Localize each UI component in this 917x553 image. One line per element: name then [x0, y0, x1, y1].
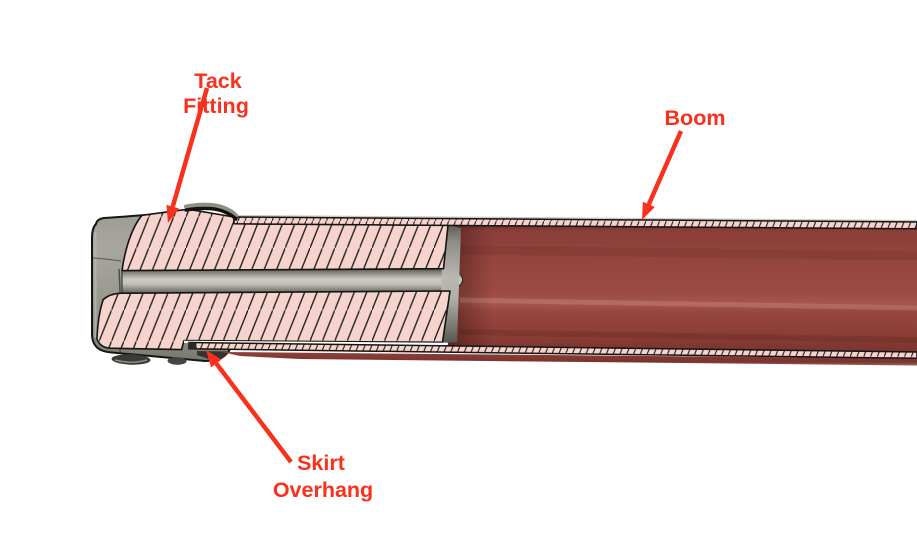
tack-fitting-arrowhead — [166, 204, 179, 223]
boom-walls — [184, 202, 917, 360]
skirt-wall-tip — [189, 342, 197, 349]
skirt-overhang-callout: Skirt Overhang — [206, 350, 373, 502]
fitting-top-lip — [184, 206, 238, 221]
tack-fitting-label-line2: Fitting — [183, 94, 249, 118]
boom-label: Boom — [665, 106, 726, 130]
boom-wall-top — [233, 216, 917, 230]
annotations: Tack Fitting Boom Skirt Overhang — [166, 69, 725, 502]
fitting-core-bar — [121, 268, 464, 294]
tack-fitting-arrow-line — [170, 87, 210, 208]
skirt-overhang-label-line2: Overhang — [273, 478, 373, 502]
end-cap-fastener-hole-small — [167, 357, 187, 365]
boom-interior-shade-band-upper — [459, 245, 917, 261]
tack-fitting-callout: Tack Fitting — [166, 69, 249, 223]
end-cap-crease — [92, 257, 122, 262]
boom-interior-shade-band-lower — [459, 329, 917, 343]
boom-arrow-line — [646, 130, 684, 206]
fitting-top-lip-highlight — [184, 202, 238, 218]
skirt-slot-clearance — [183, 340, 449, 345]
fastener-hole-highlight — [114, 359, 148, 363]
boom-interior — [447, 224, 917, 353]
boom-underside-surface — [222, 352, 917, 366]
boom-callout: Boom — [642, 106, 725, 220]
boom-interior-highlight-band — [459, 297, 917, 311]
tack-fitting-label-line1: Tack — [194, 69, 241, 93]
tack-fitting-section — [96, 208, 464, 351]
skirt-overhang-arrow-line — [214, 362, 293, 464]
fitting-lower-section — [96, 290, 451, 351]
skirt-overhang-arrowhead — [206, 350, 222, 368]
boom-top-outer-highlight — [233, 214, 917, 223]
boom-arrowhead — [642, 201, 655, 220]
skirt-overhang-label-line1: Skirt — [297, 451, 345, 475]
